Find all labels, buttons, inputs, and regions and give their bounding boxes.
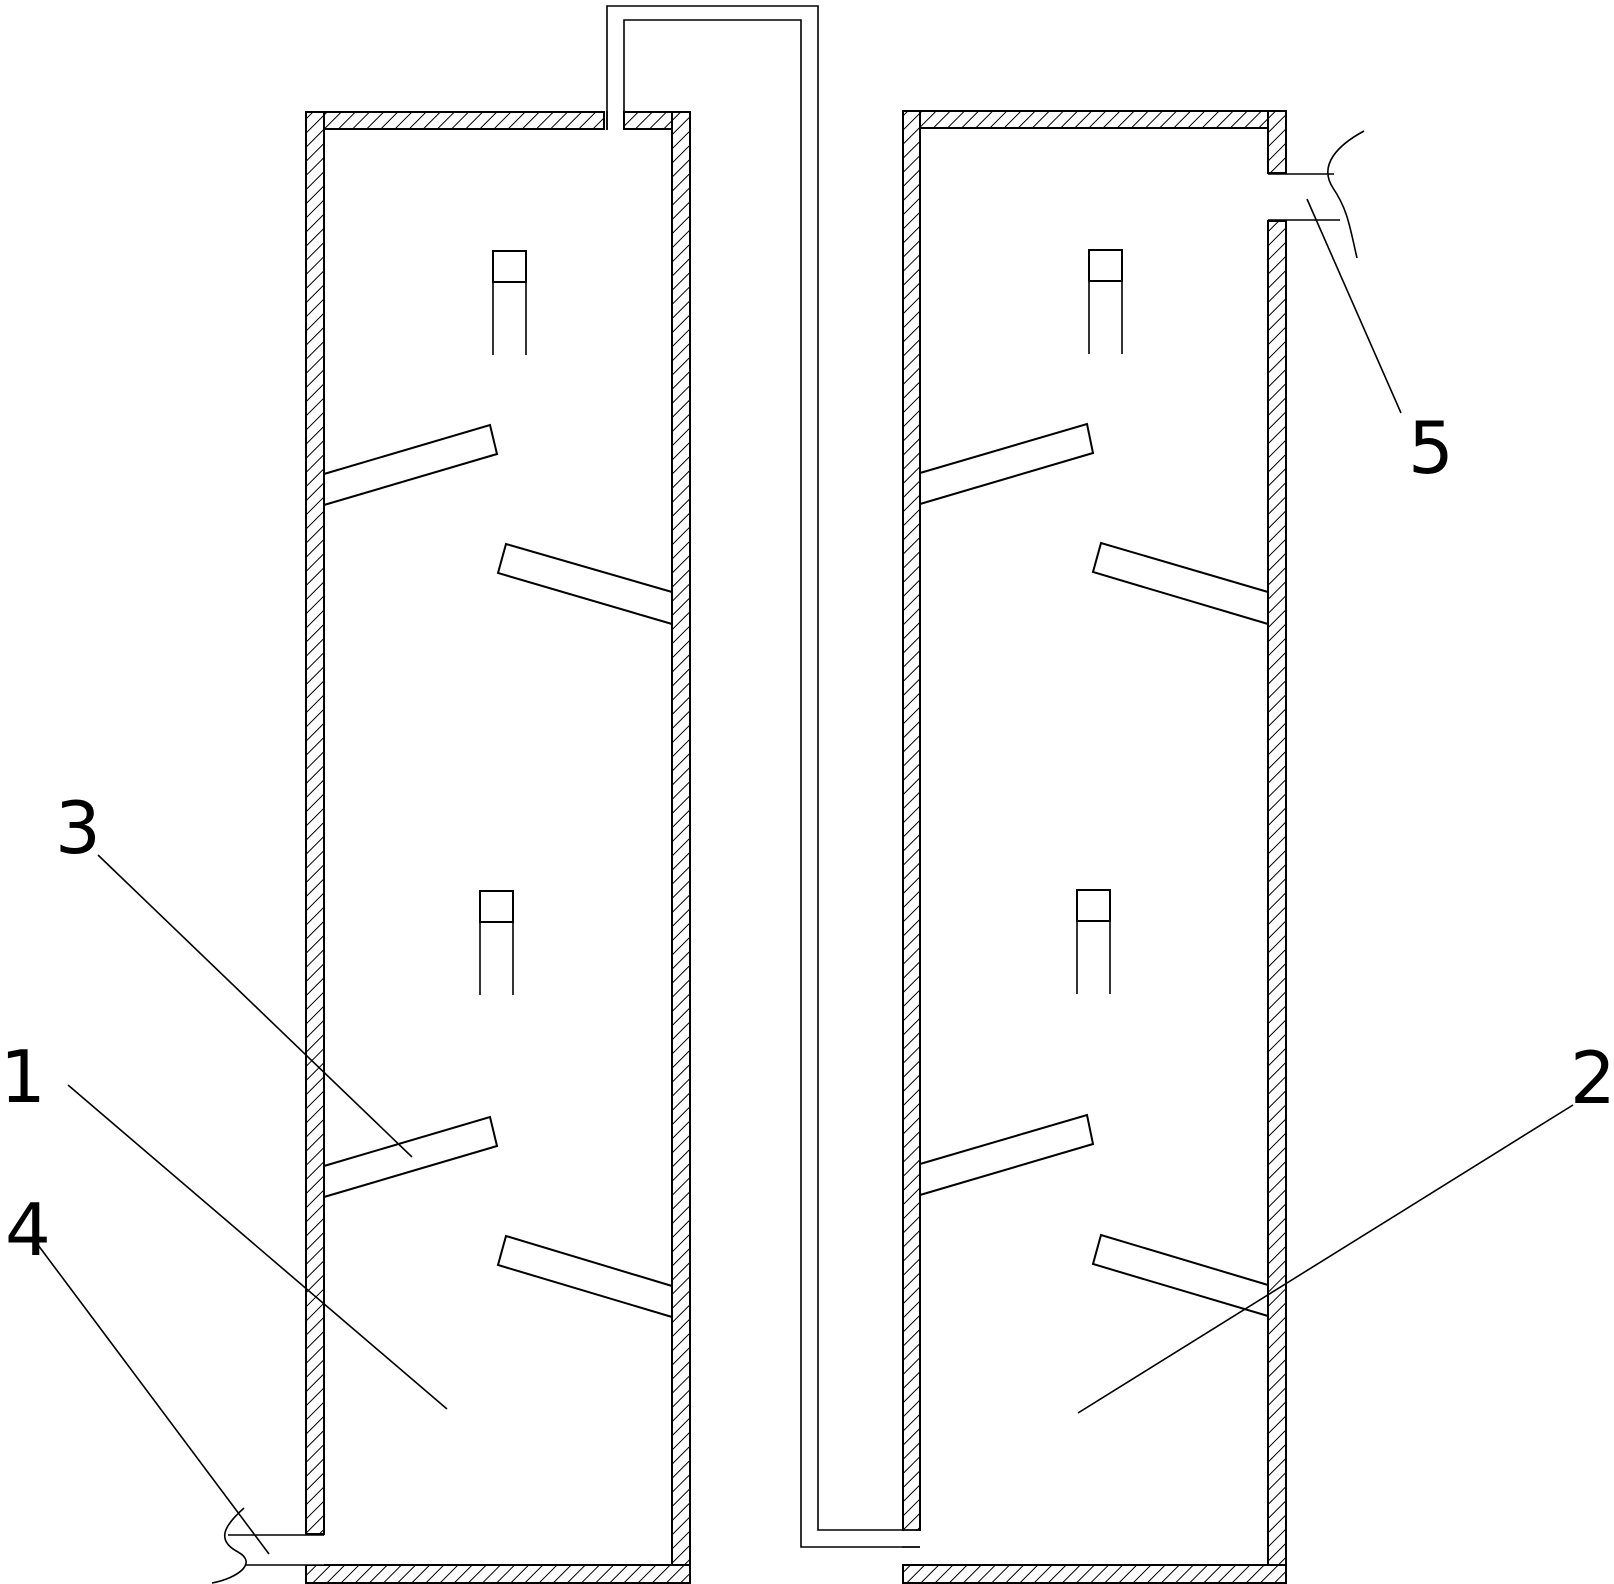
right-tank-baffle-4: [1091, 1233, 1269, 1318]
left-tank-baffle-3: [323, 1115, 499, 1199]
right-tank-bottom-wall: [902, 1564, 1287, 1584]
left-tank-left-wall: [305, 111, 325, 1535]
right-tank-fixture-top: [1088, 249, 1123, 354]
inlet-pipe: [211, 1507, 324, 1584]
label-tank-2: 2: [1570, 1036, 1614, 1120]
right-tank-baffle-3: [919, 1113, 1095, 1197]
left-tank: [305, 111, 691, 1584]
label-tank-1: 1: [0, 1035, 46, 1119]
right-tank-right-wall-lower: [1267, 220, 1287, 1584]
left-tank-bottom-wall: [305, 1564, 691, 1584]
leader-3: [97, 854, 413, 1158]
left-tank-baffle-4: [496, 1234, 673, 1319]
right-tank: [902, 110, 1287, 1584]
left-tank-fixture-bottom: [479, 890, 514, 995]
right-tank-right-wall-upper: [1267, 110, 1287, 174]
right-tank-fixture-bottom: [1076, 889, 1111, 994]
outlet-pipe: [1267, 130, 1365, 259]
right-tank-top-wall: [902, 110, 1287, 129]
left-tank-baffle-1: [323, 423, 499, 507]
leader-2: [1077, 1104, 1574, 1414]
left-tank-fixture-top: [492, 250, 527, 355]
right-tank-baffle-2: [1091, 541, 1269, 626]
label-baffle-3: 3: [55, 786, 101, 870]
label-inlet-4: 4: [5, 1188, 51, 1272]
label-outlet-5: 5: [1408, 406, 1454, 490]
connecting-pipe: [606, 5, 920, 1548]
leader-1: [67, 1084, 448, 1410]
right-tank-baffle-1: [919, 422, 1095, 506]
leader-4: [37, 1244, 270, 1555]
left-tank-baffle-2: [496, 542, 673, 626]
left-tank-top-wall-a: [305, 111, 605, 130]
right-tank-left-wall: [902, 110, 921, 1541]
left-tank-right-wall: [671, 111, 691, 1583]
leader-5: [1306, 198, 1402, 414]
